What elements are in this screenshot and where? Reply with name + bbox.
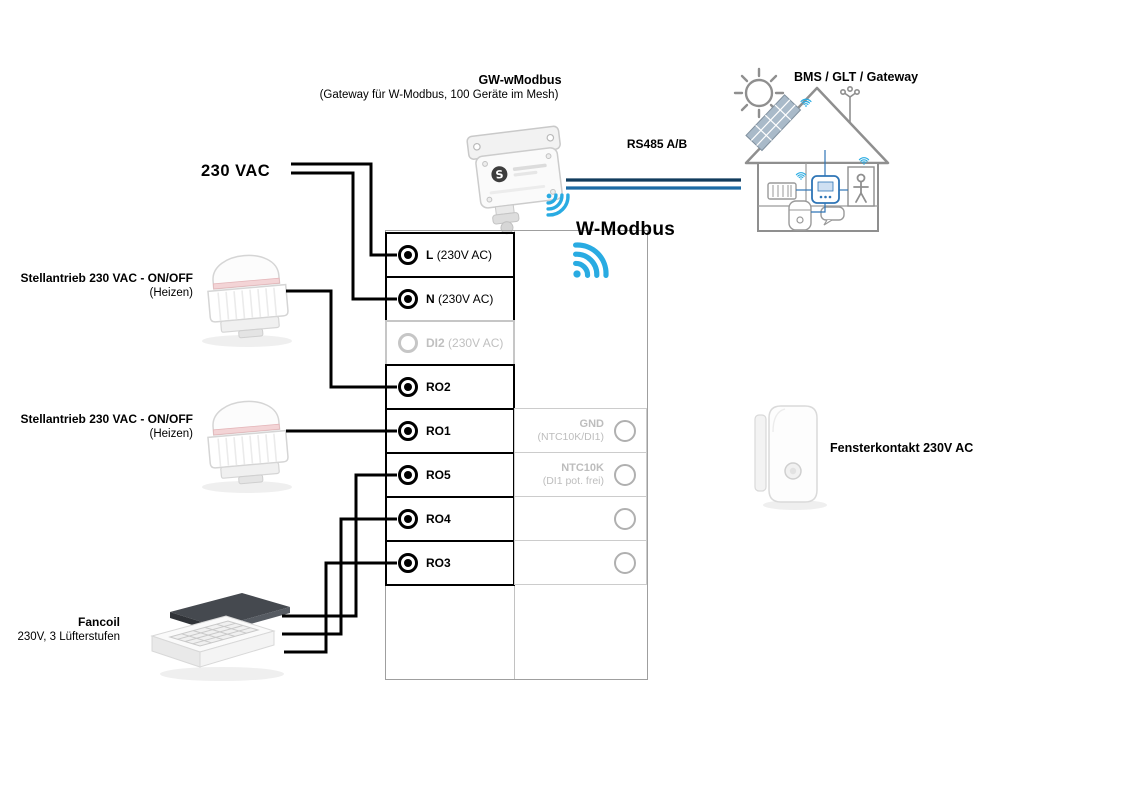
window-contact-label: Fensterkontakt 230V AC bbox=[830, 441, 974, 455]
supply-label: 230 VAC bbox=[201, 162, 271, 180]
wires bbox=[282, 162, 397, 654]
fancoil-label-line2: 230V, 3 Lüfterstufen bbox=[17, 630, 120, 643]
boiler-icon bbox=[788, 200, 812, 231]
fancoil-label-line1: Fancoil bbox=[77, 615, 120, 629]
terminal-point-N bbox=[398, 289, 418, 309]
terminal-cell-L: L (230V AC) bbox=[385, 232, 515, 278]
bms-house-image bbox=[733, 67, 890, 232]
brand-logo bbox=[491, 166, 508, 183]
smart-home-links bbox=[796, 150, 848, 213]
terminal-cell-RO2: RO2 bbox=[385, 364, 515, 410]
actuator-2-label-line1: Stellantrieb 230 VAC - ON/OFF bbox=[20, 412, 193, 426]
thermostat-icon bbox=[811, 175, 840, 204]
terminal-cell-RO4: RO4 bbox=[385, 496, 515, 542]
terminal-label-RO2: RO2 bbox=[426, 380, 451, 394]
solar-panel-icon bbox=[745, 94, 802, 152]
terminal-point-spare-2 bbox=[614, 551, 636, 574]
fancoil-image bbox=[150, 593, 290, 681]
window-contact-image bbox=[754, 405, 827, 510]
terminal-label-RO4: RO4 bbox=[426, 512, 451, 526]
bms-label: BMS / GLT / Gateway bbox=[794, 70, 919, 84]
terminal-cell-NTC10K: NTC10K (DI1 pot. frei) bbox=[514, 452, 647, 497]
actuator-2-label: Stellantrieb 230 VAC - ON/OFF (Heizen) bbox=[13, 412, 193, 441]
terminal-point-RO2 bbox=[398, 377, 418, 397]
terminal-cell-N: N (230V AC) bbox=[385, 276, 515, 322]
actuator-1-label: Stellantrieb 230 VAC - ON/OFF (Heizen) bbox=[13, 271, 193, 300]
terminal-label-L: L (230V AC) bbox=[426, 248, 493, 262]
speech-bubble-icon bbox=[820, 206, 845, 226]
fancoil-grille bbox=[177, 622, 251, 645]
terminal-cell-GND: GND (NTC10K/DI1) bbox=[514, 408, 647, 453]
terminal-point-L bbox=[398, 245, 418, 265]
terminal-label-GND: GND (NTC10K/DI1) bbox=[537, 417, 604, 443]
terminal-point-NTC10K bbox=[614, 463, 636, 486]
terminal-label-N: N (230V AC) bbox=[426, 292, 494, 306]
terminal-label-NTC10K: NTC10K (DI1 pot. frei) bbox=[542, 461, 604, 487]
wire-fancoil-ro5 bbox=[282, 473, 397, 618]
wire-fancoil-ro3 bbox=[284, 561, 397, 654]
terminal-point-spare-1 bbox=[614, 507, 636, 530]
shadow bbox=[202, 335, 292, 347]
terminal-label-RO1: RO1 bbox=[426, 424, 451, 438]
actuator-2-image bbox=[204, 397, 291, 488]
gateway-device-image: S bbox=[466, 125, 563, 235]
fancoil-label: Fancoil 230V, 3 Lüfterstufen bbox=[8, 615, 120, 644]
shadow bbox=[202, 481, 292, 493]
terminal-cell-DI2: DI2 (230V AC) bbox=[385, 320, 515, 366]
terminal-point-RO5 bbox=[398, 465, 418, 485]
terminal-point-RO1 bbox=[398, 421, 418, 441]
terminal-label-RO5: RO5 bbox=[426, 468, 451, 482]
svg-text:S: S bbox=[495, 168, 505, 182]
wmodbus-label: W-Modbus bbox=[576, 219, 676, 240]
terminal-block: L (230V AC) N (230V AC) DI2 (230V AC) RO… bbox=[385, 230, 648, 680]
wire-fancoil-ro4 bbox=[282, 517, 397, 636]
wire-supply-L bbox=[291, 162, 397, 257]
person-icon bbox=[847, 166, 875, 207]
wind-sensor-icon bbox=[839, 86, 860, 123]
wire-supply-N bbox=[291, 171, 397, 301]
actuator-1-image bbox=[204, 251, 291, 342]
gateway-subtitle: (Gateway für W-Modbus, 100 Geräte im Mes… bbox=[319, 89, 559, 101]
terminal-label-DI2: DI2 (230V AC) bbox=[426, 336, 504, 350]
terminal-cell-spare-2 bbox=[514, 540, 647, 585]
terminal-cell-spare-1 bbox=[514, 496, 647, 541]
actuator-1-label-line1: Stellantrieb 230 VAC - ON/OFF bbox=[20, 271, 193, 285]
sun-icon bbox=[733, 67, 785, 119]
terminal-label-RO3: RO3 bbox=[426, 556, 451, 570]
terminal-point-DI2 bbox=[398, 333, 418, 353]
terminal-cell-RO5: RO5 bbox=[385, 452, 515, 498]
terminal-point-GND bbox=[614, 419, 636, 442]
wire-actuator1-ro2 bbox=[286, 289, 397, 389]
gateway-title: GW-wModbus bbox=[478, 73, 562, 87]
rs485-bus bbox=[566, 178, 741, 190]
terminal-point-RO4 bbox=[398, 509, 418, 529]
terminal-cell-RO1: RO1 bbox=[385, 408, 515, 454]
radiator-icon bbox=[767, 182, 797, 200]
terminal-point-RO3 bbox=[398, 553, 418, 573]
actuator-2-label-line2: (Heizen) bbox=[149, 427, 193, 440]
rs485-label: RS485 A/B bbox=[626, 137, 688, 151]
terminal-cell-RO3: RO3 bbox=[385, 540, 515, 586]
actuator-1-label-line2: (Heizen) bbox=[149, 286, 193, 299]
